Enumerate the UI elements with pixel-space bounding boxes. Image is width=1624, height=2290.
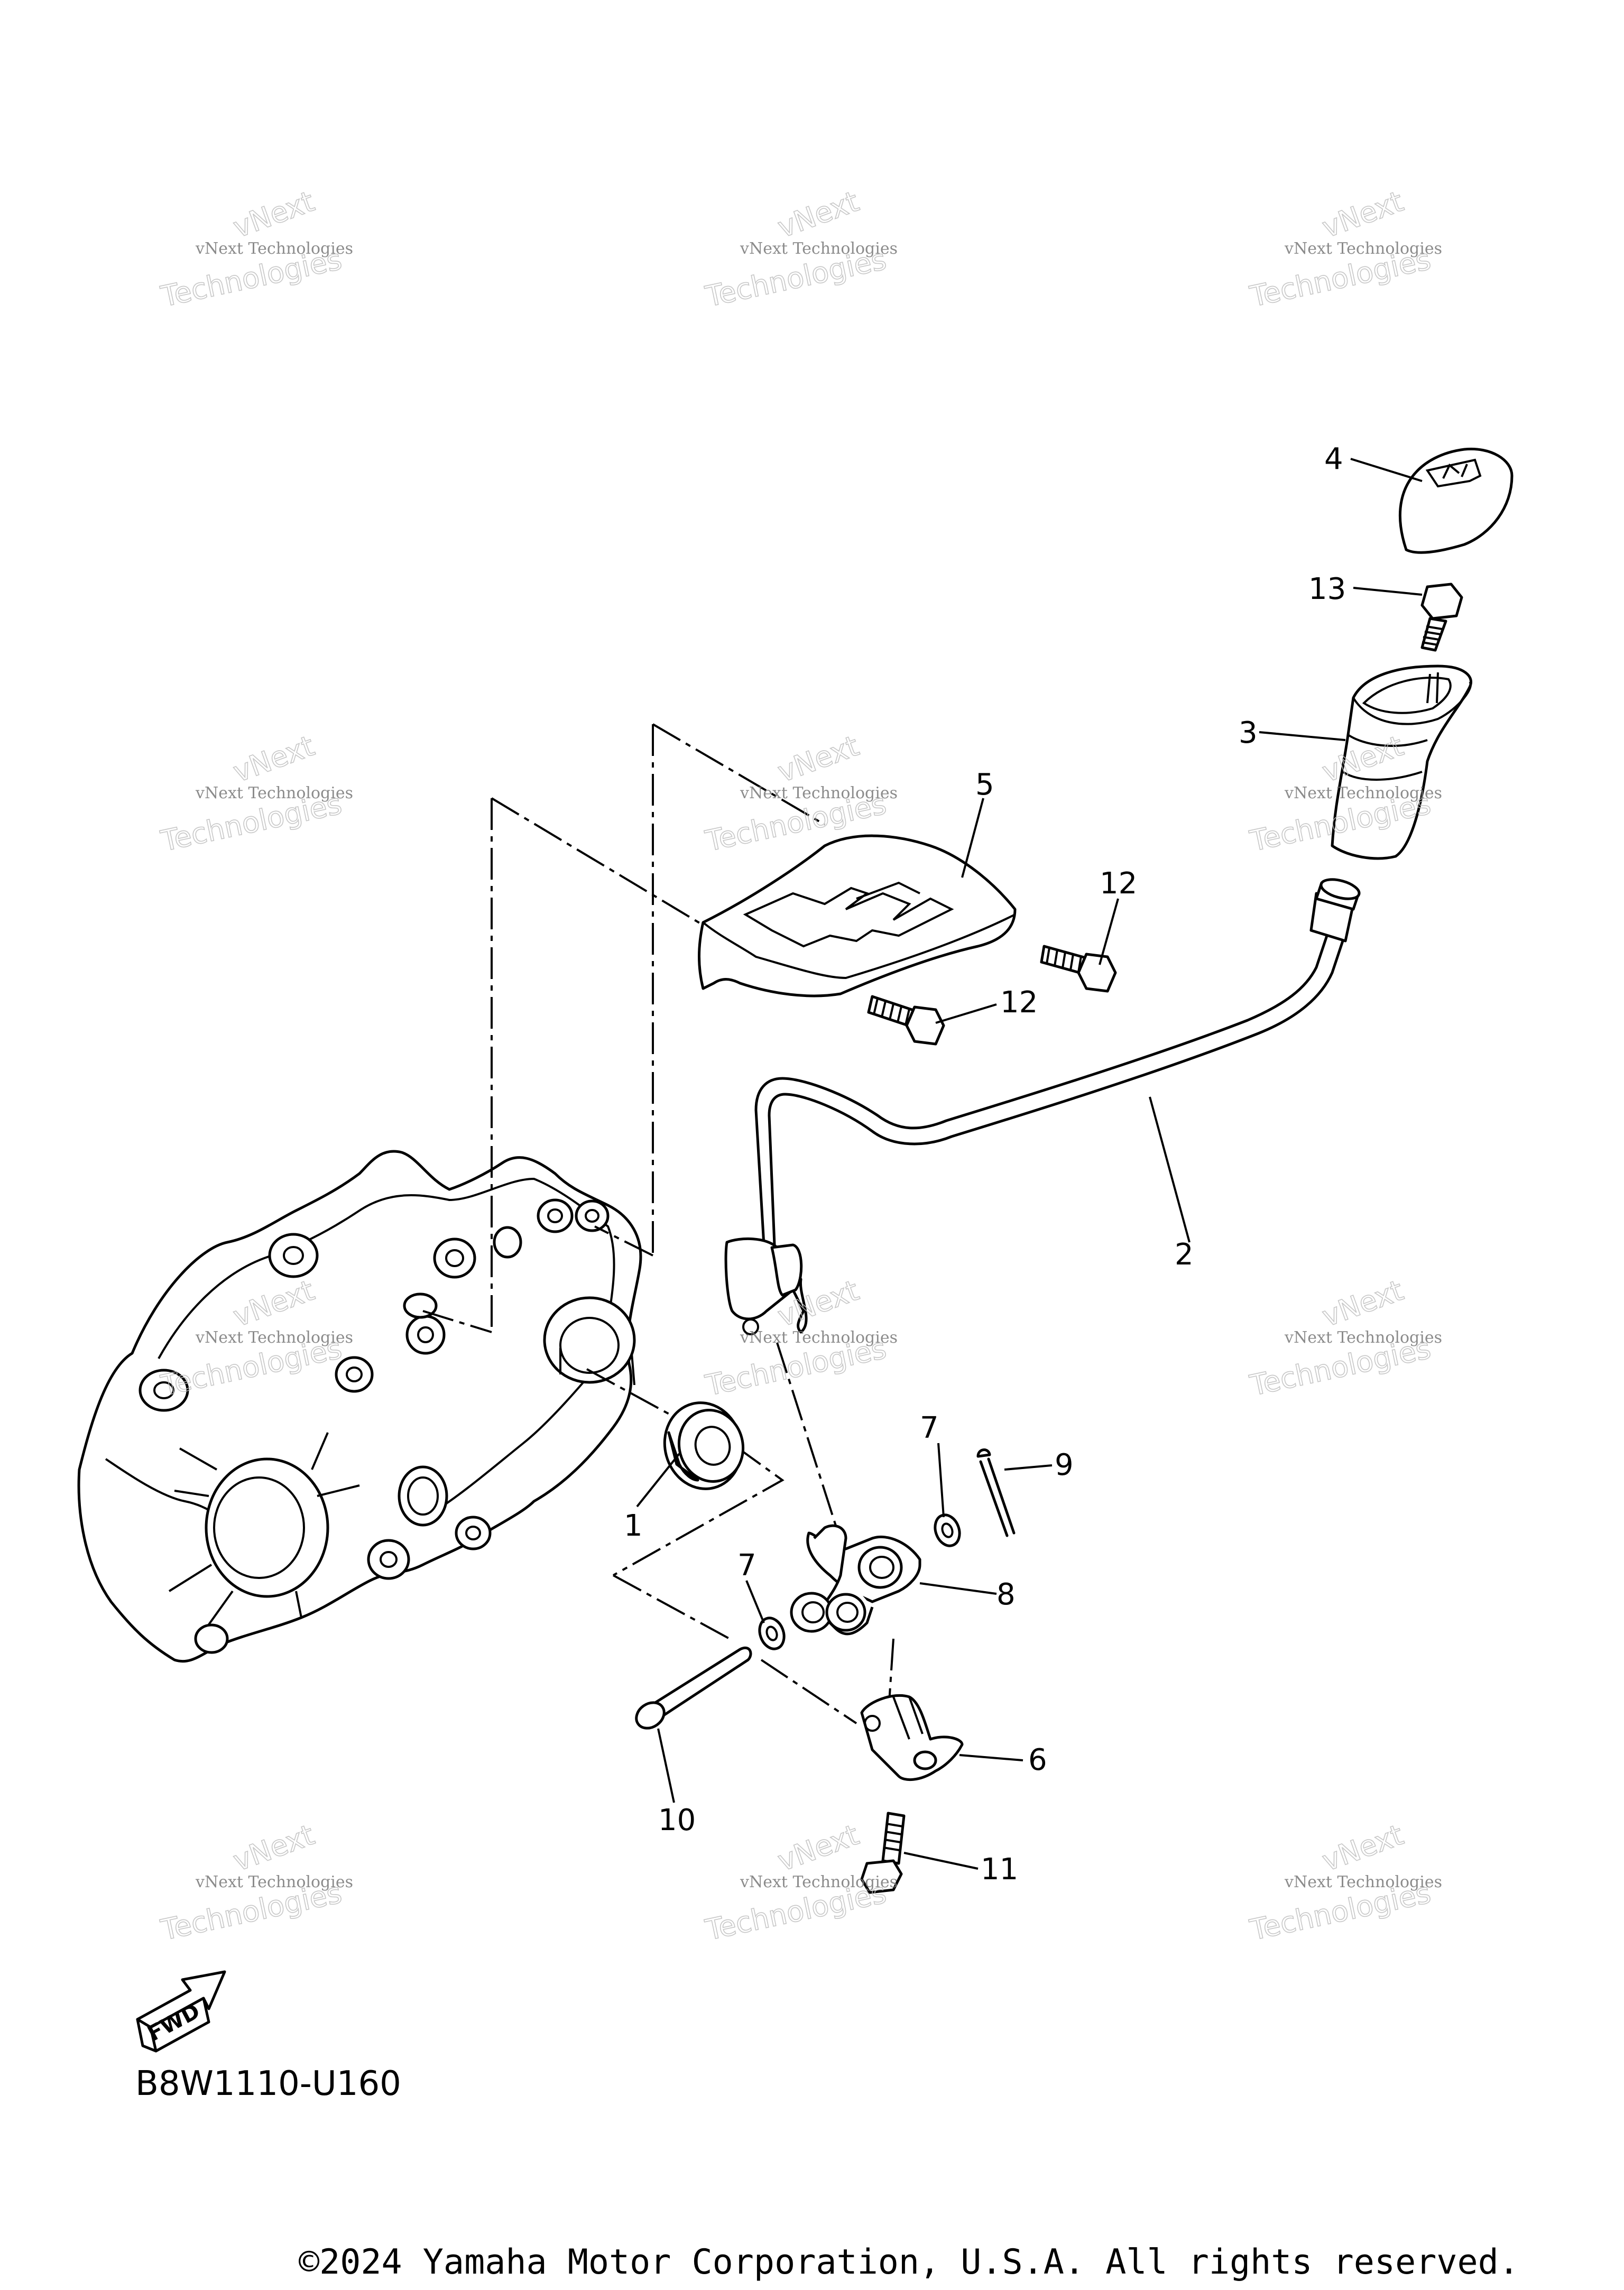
diagram-code: B8W1110-U160 — [135, 2064, 401, 2103]
svg-text:vNext Technologies: vNext Technologies — [1284, 784, 1442, 802]
callout-12-lower: 12 — [1000, 985, 1038, 1020]
watermark: vNext vNext Technologies Technologies — [1247, 1817, 1442, 1947]
callout-8: 8 — [996, 1577, 1016, 1612]
svg-text:vNext Technologies: vNext Technologies — [1284, 239, 1442, 258]
part-2-shift-lever — [724, 878, 1361, 1335]
fwd-arrow-icon: FWD — [136, 1970, 226, 2053]
callout-3: 3 — [1239, 716, 1258, 750]
watermark: vNext vNext Technologies Technologies — [158, 1817, 353, 1947]
part-7-washer-left — [758, 1617, 786, 1650]
callout-2: 2 — [1175, 1238, 1194, 1272]
callout-10: 10 — [658, 1803, 696, 1837]
leader-lines — [636, 458, 1423, 1870]
watermarks: vNext vNext Technologies Technologies vN… — [158, 184, 1442, 1947]
svg-text:vNext Technologies: vNext Technologies — [740, 784, 898, 802]
part-12-bolt-upper — [1040, 945, 1117, 993]
crankcase-cover — [77, 1150, 642, 1663]
svg-text:vNext Technologies: vNext Technologies — [195, 1873, 353, 1891]
callout-5: 5 — [975, 768, 994, 802]
svg-text:vNext: vNext — [1318, 1273, 1408, 1333]
svg-text:vNext Technologies: vNext Technologies — [195, 239, 353, 258]
watermark: vNext vNext Technologies Technologies — [158, 184, 353, 313]
part-3-knob-base — [1331, 664, 1472, 860]
part-12-bolt-lower — [867, 995, 945, 1046]
svg-text:vNext: vNext — [773, 729, 863, 789]
callout-7-left: 7 — [737, 1548, 756, 1583]
svg-text:vNext Technologies: vNext Technologies — [740, 1873, 898, 1891]
callout-7-right: 7 — [920, 1411, 939, 1445]
copyright-notice: ©2024 Yamaha Motor Corporation, U.S.A. A… — [299, 2242, 1519, 2282]
svg-text:vNext Technologies: vNext Technologies — [195, 1328, 353, 1347]
callout-12-upper: 12 — [1100, 866, 1137, 901]
svg-text:vNext Technologies: vNext Technologies — [1284, 1328, 1442, 1347]
svg-text:vNext: vNext — [1318, 184, 1408, 244]
part-6-joint — [860, 1694, 964, 1781]
svg-text:vNext: vNext — [229, 729, 319, 789]
callout-9: 9 — [1055, 1448, 1074, 1482]
watermark: vNext vNext Technologies Technologies — [702, 1817, 898, 1947]
part-7-washer-right — [934, 1513, 961, 1547]
part-8-shift-arm — [790, 1524, 921, 1636]
svg-text:vNext: vNext — [229, 1818, 319, 1878]
callout-4: 4 — [1324, 442, 1343, 476]
svg-text:vNext Technologies: vNext Technologies — [195, 784, 353, 802]
watermark: vNext vNext Technologies Technologies — [702, 184, 898, 313]
svg-text:vNext Technologies: vNext Technologies — [740, 239, 898, 258]
part-1-oil-seal — [663, 1401, 745, 1490]
svg-text:vNext Technologies: vNext Technologies — [740, 1328, 898, 1347]
callout-6: 6 — [1028, 1743, 1047, 1777]
callout-labels: 4 13 3 5 12 12 2 1 7 9 7 8 6 10 11 — [624, 442, 1346, 1887]
watermark: vNext vNext Technologies Technologies — [1247, 184, 1442, 313]
watermark: vNext vNext Technologies Technologies — [158, 728, 353, 858]
part-5-shift-gate — [698, 834, 1017, 998]
svg-text:vNext Technologies: vNext Technologies — [1284, 1873, 1442, 1891]
svg-text:vNext: vNext — [229, 184, 319, 244]
svg-text:vNext: vNext — [773, 1818, 863, 1878]
part-10-clevis-pin — [635, 1647, 752, 1730]
part-9-cotter-pin — [976, 1448, 1016, 1537]
callout-1: 1 — [624, 1509, 643, 1543]
callout-11: 11 — [981, 1852, 1018, 1887]
svg-text:vNext: vNext — [1318, 1818, 1408, 1878]
callout-13: 13 — [1308, 572, 1346, 606]
part-13-bolt — [1420, 583, 1463, 652]
part-4-knob-top — [1399, 447, 1514, 554]
watermark: vNext vNext Technologies Technologies — [1247, 1273, 1442, 1402]
part-11-bolt — [860, 1812, 906, 1894]
svg-text:vNext: vNext — [773, 184, 863, 244]
assembly-lines — [422, 723, 894, 1724]
